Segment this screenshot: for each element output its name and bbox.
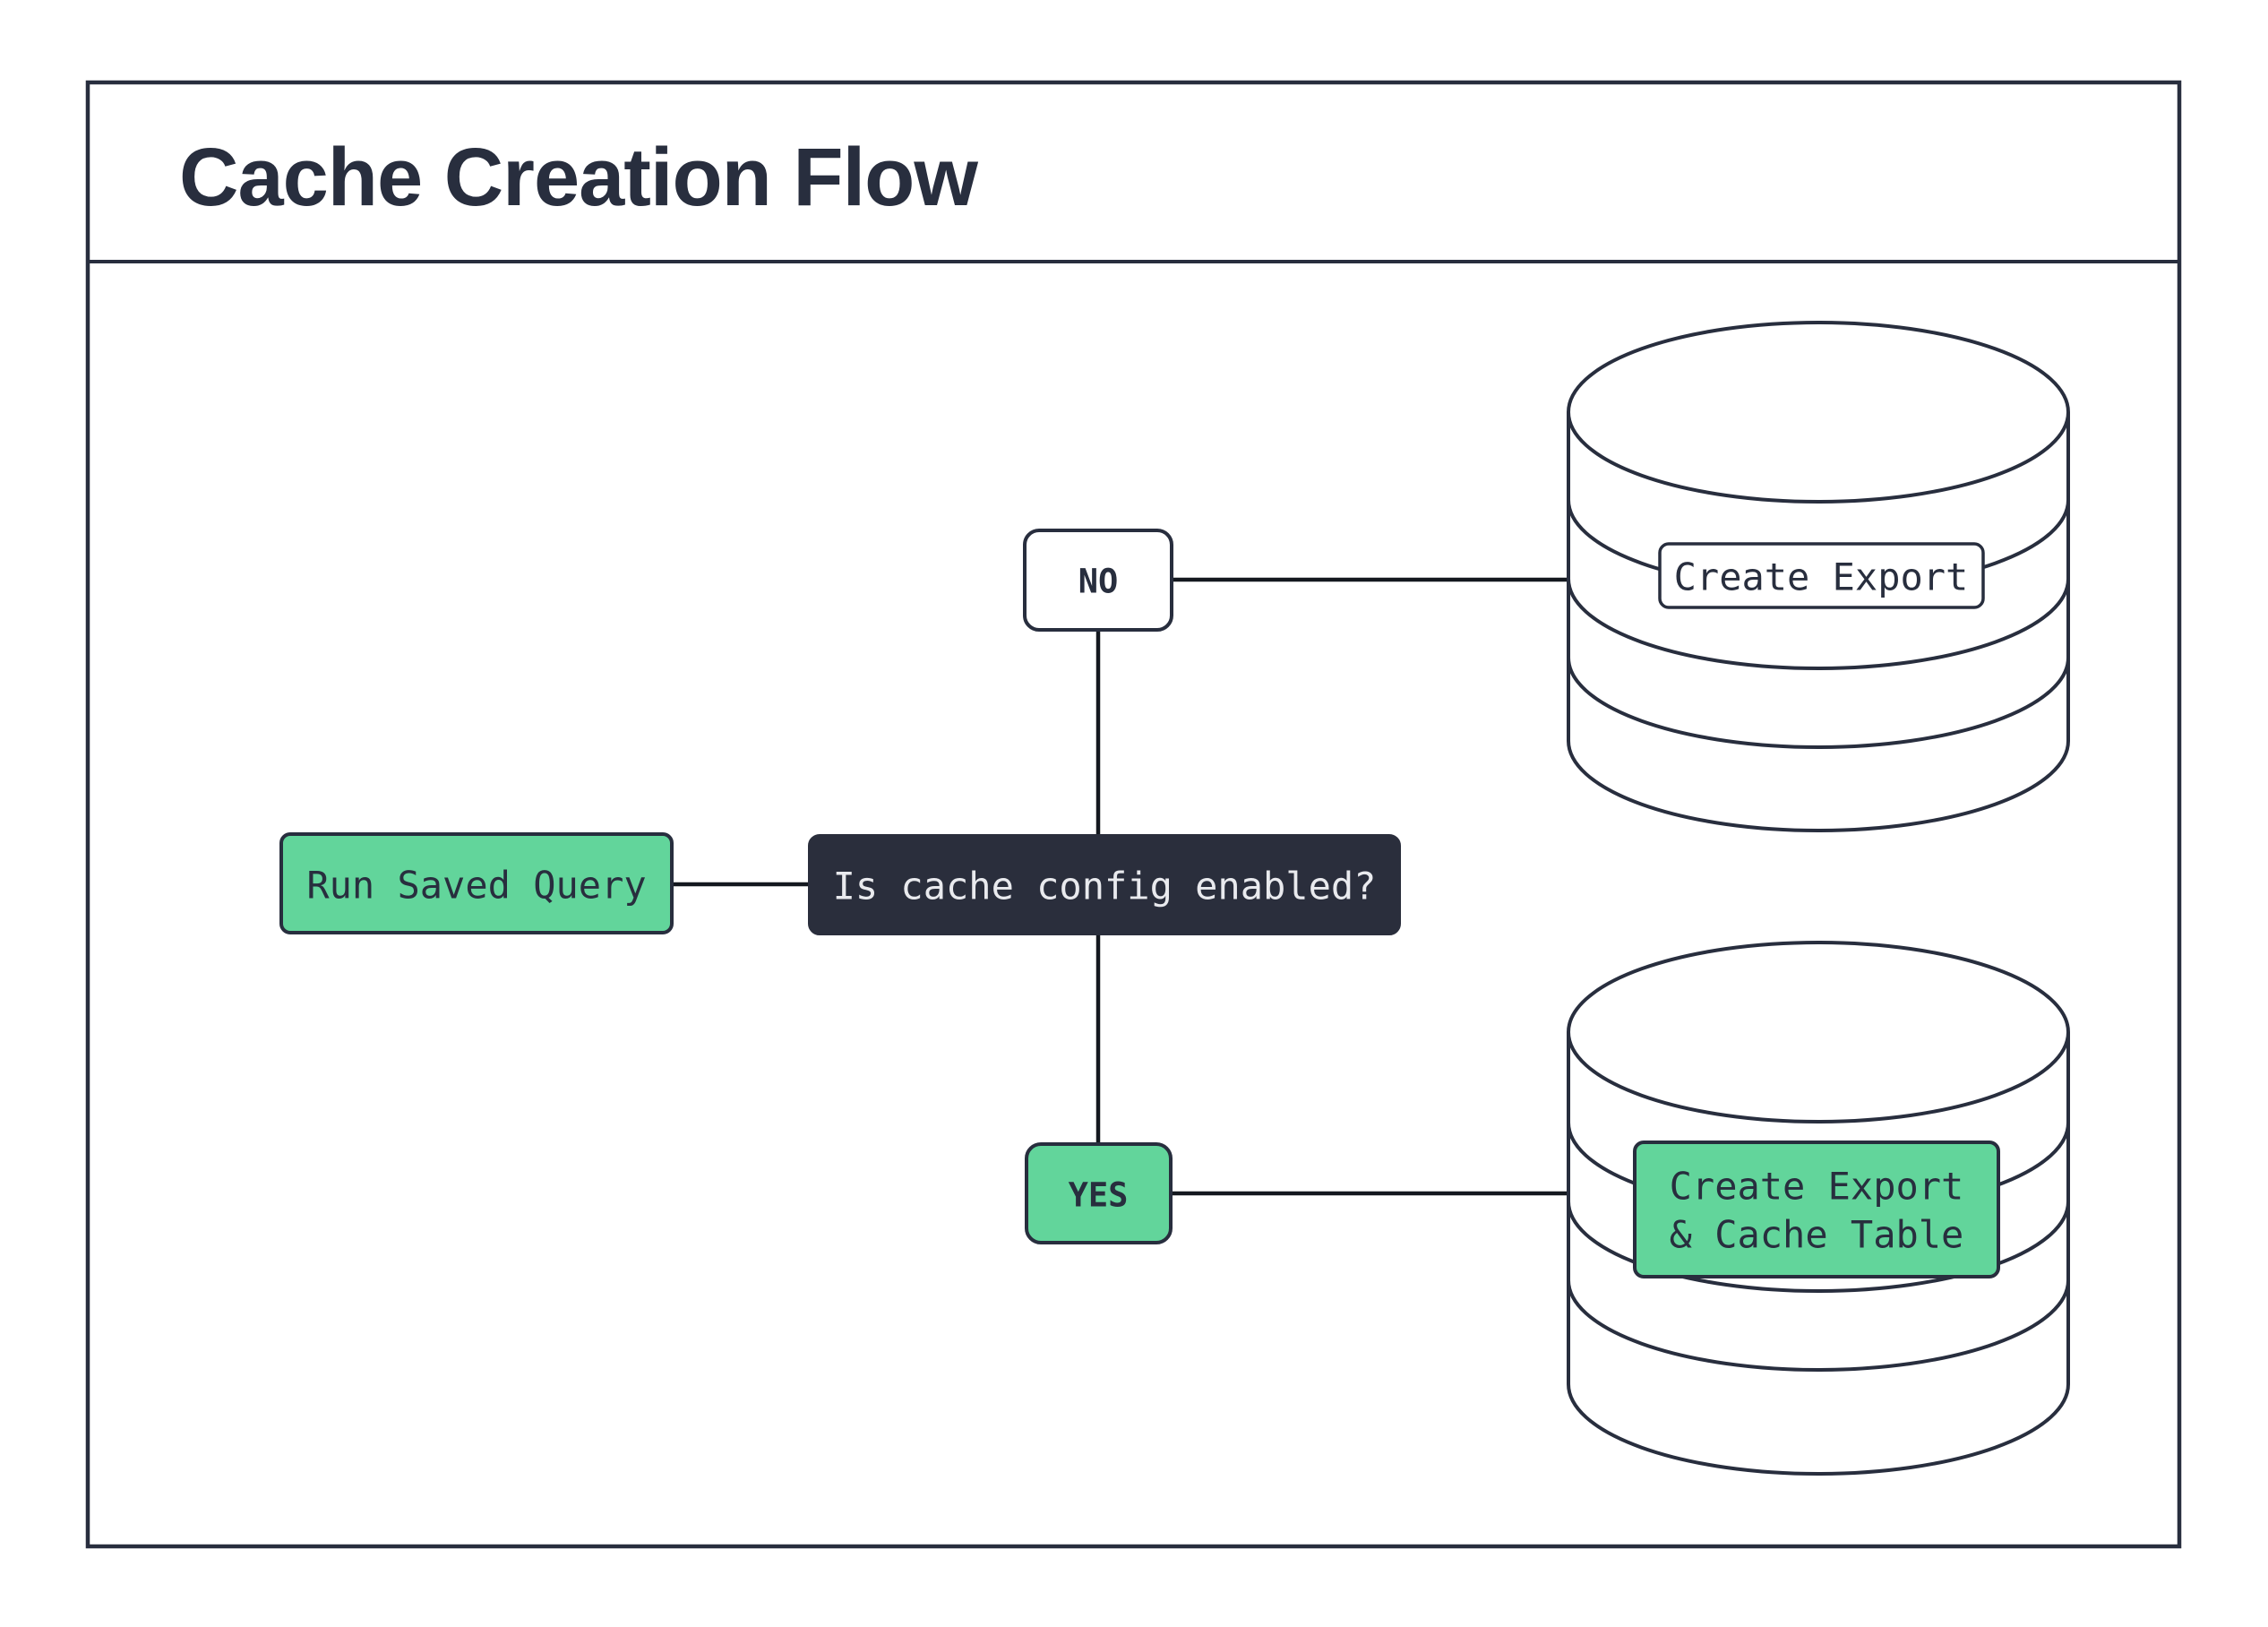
create-export-cache-label-line1: Create Export: [1670, 1165, 1964, 1209]
no-branch-node: NO: [1023, 529, 1173, 632]
decision-node-label: Is cache config enabled?: [833, 865, 1377, 908]
yes-branch-node: YES: [1025, 1142, 1173, 1244]
no-branch-label: NO: [1078, 563, 1119, 601]
create-export-cache-label-line2: & Cache Table: [1670, 1213, 1964, 1257]
diagram-title: Cache Creation Flow: [179, 132, 978, 223]
create-export-label-box: [1658, 542, 1985, 609]
decision-node-box: [808, 834, 1401, 935]
yes-branch-box: [1025, 1142, 1173, 1244]
no-branch-box: [1023, 529, 1173, 632]
yes-branch-label: YES: [1069, 1176, 1129, 1215]
start-node: Run Saved Query: [279, 832, 674, 934]
create-export-label-text: Create Export: [1674, 555, 1969, 599]
database-icon: Create Export & Cache Table: [1567, 941, 2070, 1476]
create-export-cache-label-box: [1633, 1141, 2000, 1278]
database-icon: Create Export: [1567, 321, 2070, 832]
start-node-label: Run Saved Query: [306, 864, 646, 908]
decision-node: Is cache config enabled?: [808, 834, 1401, 935]
diagram-frame: [85, 80, 2182, 1549]
connectors: [672, 577, 1568, 1196]
create-export-label: Create Export: [1658, 542, 1985, 609]
create-export-cache-label: Create Export & Cache Table: [1633, 1141, 2000, 1278]
start-node-box: [279, 832, 674, 934]
